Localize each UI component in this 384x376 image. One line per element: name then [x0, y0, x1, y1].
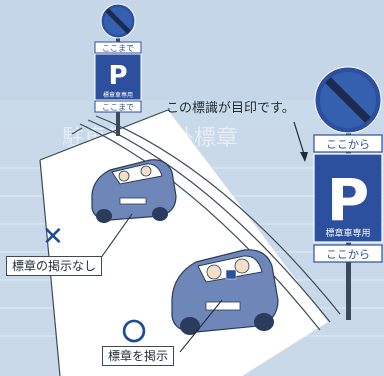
cross-mark-icon: ✕: [42, 222, 64, 252]
car-without-permit: [91, 159, 177, 223]
sign-small-sub-plate: 標章車専用: [103, 91, 133, 99]
bad-example-label: 標章の掲示なし: [6, 256, 103, 276]
sign-large-letter: P: [327, 166, 370, 234]
sign-small-bottom-plate: ここまで: [102, 103, 134, 112]
bad-label-pointer: [97, 213, 133, 263]
sign-large-top-plate: ここから: [326, 138, 370, 151]
callout-text: この標識が目印です。: [166, 101, 295, 116]
sign-koko-made: ここまで P 標章車専用 ここまで: [94, 3, 142, 136]
sign-large-sub-plate: 標章車専用: [325, 227, 370, 239]
sign-koko-kara: ここから P 標章車専用 ここから: [313, 66, 383, 320]
circle-mark-icon: 〇: [122, 318, 146, 346]
good-example-label: 標章を掲示: [102, 346, 175, 366]
sign-small-top-plate: ここまで: [102, 44, 134, 53]
sign-large-bottom-plate: ここから: [326, 248, 370, 261]
good-label-pointer: [179, 299, 223, 353]
callout-arrow: [293, 121, 308, 162]
car-with-permit: [171, 249, 279, 335]
sign-small-letter: P: [108, 61, 127, 91]
